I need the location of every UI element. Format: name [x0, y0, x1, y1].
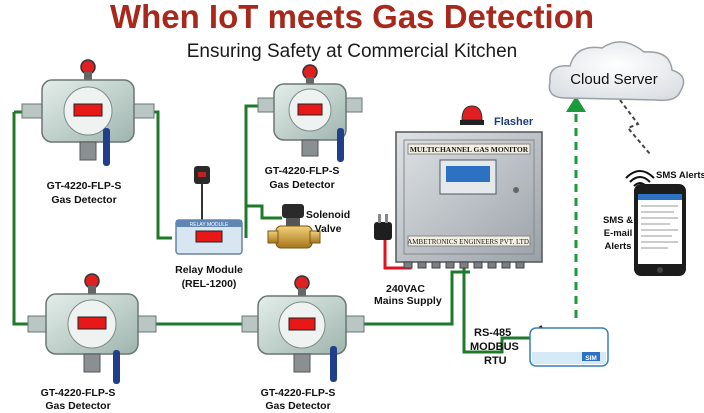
- beacon-icon: [84, 273, 100, 289]
- email-alerts-line-3: Alerts: [605, 241, 632, 252]
- mains-label: Mains Supply: [374, 295, 442, 307]
- relay-name: Relay Module: [175, 264, 243, 276]
- gas-detector-2: [257, 64, 363, 162]
- gas-detector-1: [21, 59, 155, 166]
- rtu-sim-label: SIM: [585, 355, 597, 362]
- sms-alerts-label: SMS Alerts: [656, 170, 704, 181]
- cloud-icon: [548, 41, 685, 102]
- relay-display: [195, 230, 223, 243]
- mains-voltage: 240VAC: [386, 283, 425, 295]
- monitor-plate: MULTICHANNEL GAS MONITOR: [410, 145, 529, 154]
- email-alerts-line-1: SMS &: [603, 215, 633, 226]
- uplink-arrow-icon: [566, 96, 586, 112]
- detector-2-model: GT-4220-FLP-S: [265, 165, 340, 177]
- phone-icon: [634, 184, 686, 276]
- detector-2-type: Gas Detector: [269, 179, 334, 191]
- beacon-icon: [302, 64, 318, 80]
- detector-display: [73, 103, 103, 117]
- detector-4-type: Gas Detector: [265, 400, 330, 412]
- gas-monitor: MULTICHANNEL GAS MONITOR AMBETRONICS ENG…: [395, 131, 543, 269]
- detector-3-model: GT-4220-FLP-S: [41, 387, 116, 399]
- solenoid-valve: [267, 204, 321, 249]
- rtu-label-2: MODBUS: [470, 341, 519, 353]
- gas-detector-3: [27, 273, 157, 384]
- rtu-device: SIM: [529, 325, 609, 367]
- rtu-label-3: RTU: [484, 355, 507, 367]
- beacon-icon: [80, 59, 96, 75]
- flasher: [460, 105, 484, 125]
- lightning-icon: [619, 99, 651, 155]
- valve-label-2: Valve: [315, 223, 342, 235]
- plug-icon: [374, 214, 392, 240]
- beacon-icon: [461, 105, 483, 121]
- monitor-maker: AMBETRONICS ENGINEERS PVT. LTD.: [407, 238, 531, 246]
- detector-3-type: Gas Detector: [45, 400, 110, 412]
- relay-model: (REL-1200): [182, 278, 237, 290]
- cloud-server-label: Cloud Server: [570, 71, 658, 88]
- rtu-label-1: RS-485: [474, 327, 511, 339]
- detector-display: [77, 316, 107, 330]
- email-alerts-line-2: E-mail: [604, 228, 633, 239]
- flasher-label: Flasher: [494, 116, 534, 128]
- page-title: When IoT meets Gas Detection: [110, 0, 594, 35]
- valve-label-1: Solenoid: [306, 209, 350, 221]
- relay-panel-label: RELAY MODULE: [190, 222, 229, 228]
- wifi-signal-icon: [625, 170, 655, 187]
- relay-module: RELAY MODULE: [175, 166, 243, 255]
- beacon-icon: [294, 275, 310, 291]
- detector-4-model: GT-4220-FLP-S: [261, 387, 336, 399]
- detector-display: [288, 317, 316, 331]
- gas-detector-4: [241, 275, 365, 382]
- detector-display: [297, 103, 323, 116]
- detector-1-model: GT-4220-FLP-S: [47, 180, 122, 192]
- detector-1-type: Gas Detector: [51, 194, 116, 206]
- page-subtitle: Ensuring Safety at Commercial Kitchen: [187, 41, 518, 62]
